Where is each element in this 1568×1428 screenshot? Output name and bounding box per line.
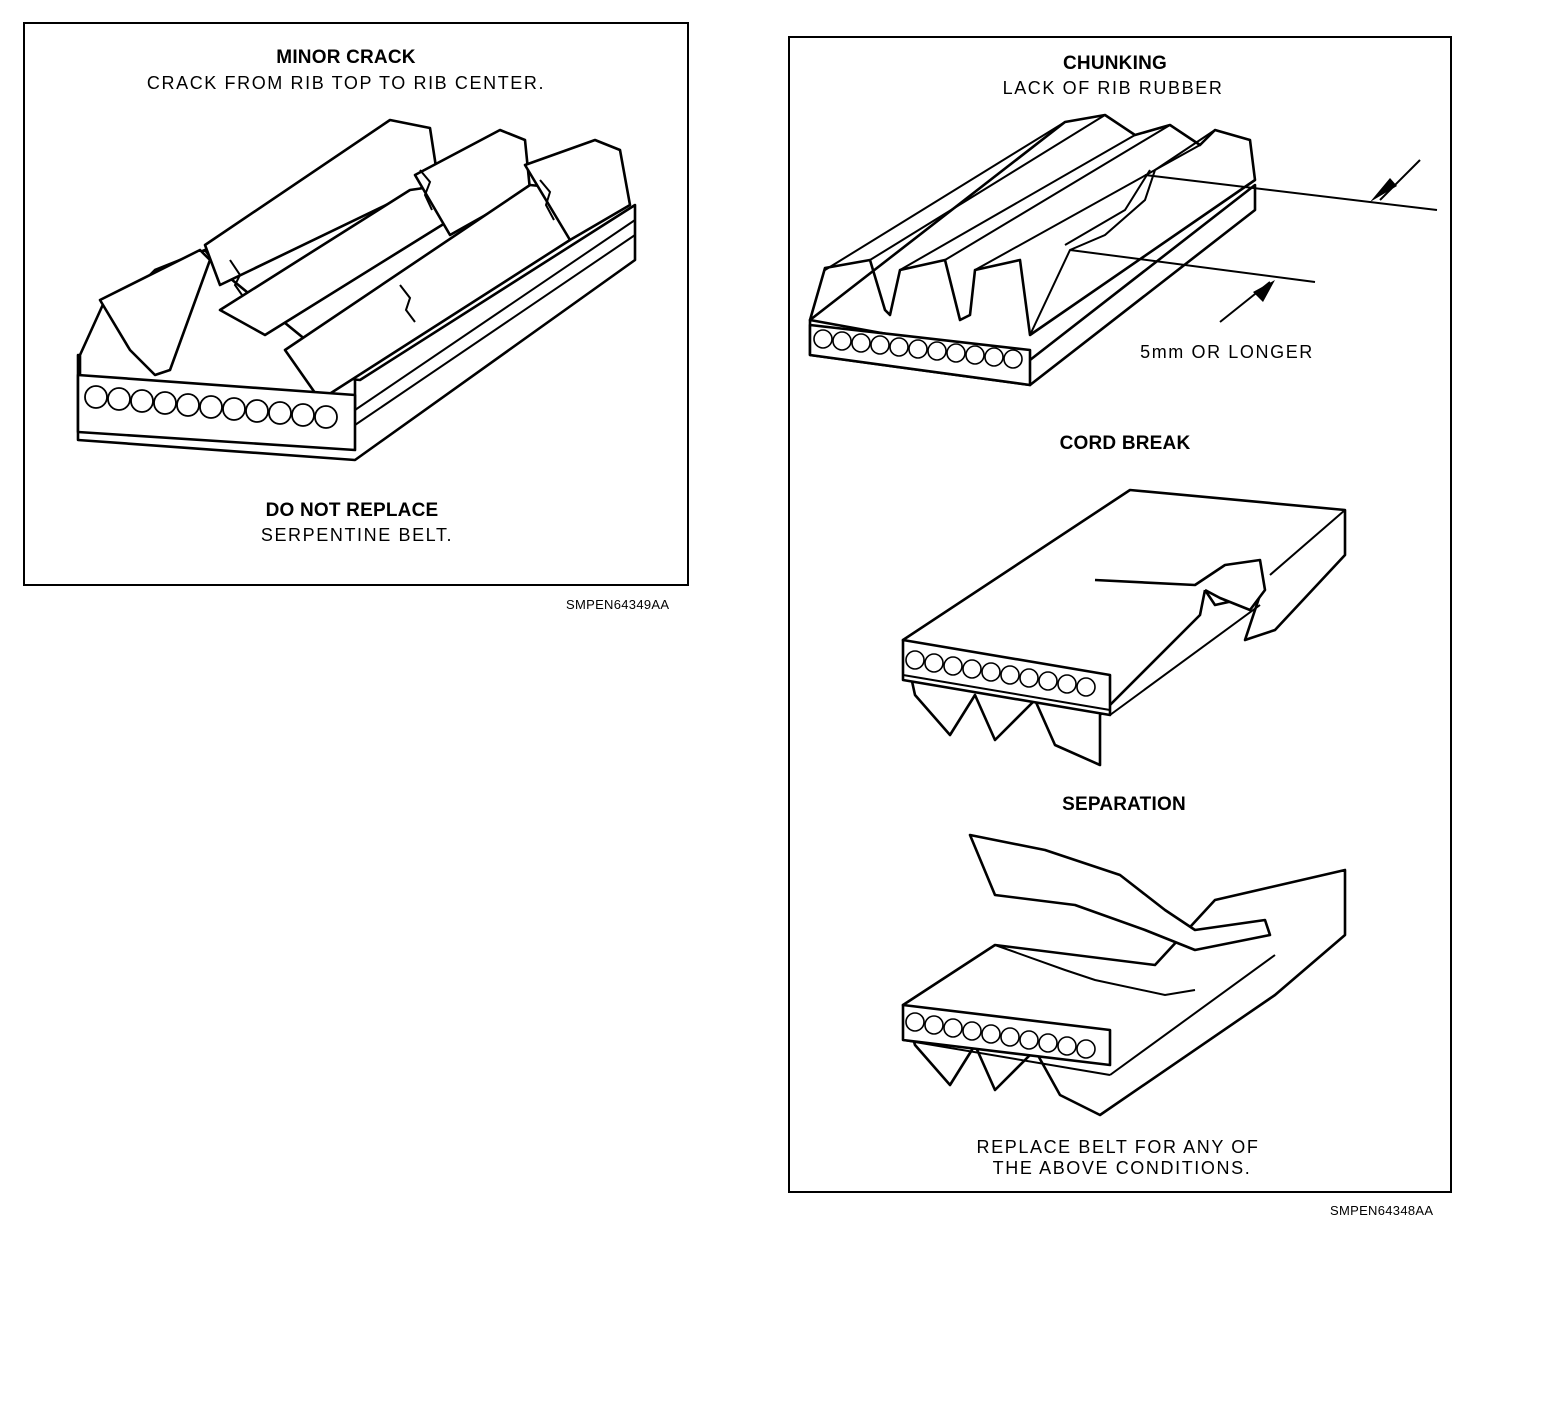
replace-footer-line1: REPLACE BELT FOR ANY OF <box>976 1137 1260 1157</box>
minor-crack-belt-illustration <box>70 110 650 470</box>
separation-title: SEPARATION <box>1062 794 1186 815</box>
chunking-description: LACK OF RIB RUBBER <box>1002 78 1224 98</box>
cord-break-belt-illustration <box>895 480 1355 765</box>
separation-belt-illustration <box>895 825 1355 1115</box>
figure-code-left: SMPEN64349AA <box>566 597 670 612</box>
chunking-title: CHUNKING <box>1063 53 1167 74</box>
minor-crack-title: MINOR CRACK <box>276 47 416 68</box>
do-not-replace-title: DO NOT REPLACE <box>265 500 439 521</box>
minor-crack-description: CRACK FROM RIB TOP TO RIB CENTER. <box>146 73 546 93</box>
chunking-dimension-label: 5mm OR LONGER <box>1140 342 1314 362</box>
do-not-replace-text: SERPENTINE BELT. <box>260 525 454 545</box>
cord-break-title: CORD BREAK <box>1059 433 1191 454</box>
figure-code-right: SMPEN64348AA <box>1330 1203 1434 1218</box>
chunking-belt-illustration <box>805 110 1445 400</box>
replace-footer-line2: THE ABOVE CONDITIONS. <box>992 1158 1252 1178</box>
